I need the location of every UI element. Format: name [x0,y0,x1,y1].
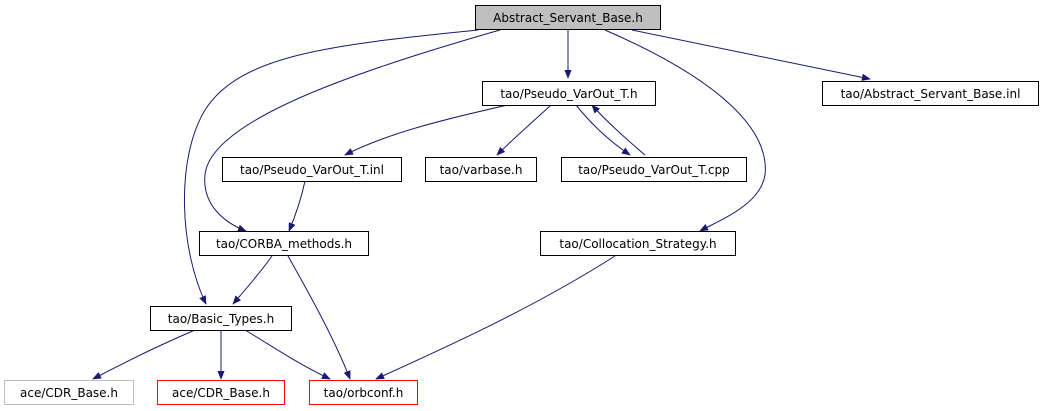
node-abstract-servant-base-h: Abstract_Servant_Base.h [475,5,661,30]
node-ace-cdr-base-h-external: ace/CDR_Base.h [4,380,134,405]
edge-pseudo-varout-inl-to-corba-methods [288,180,306,232]
node-abstract-servant-base-inl[interactable]: tao/Abstract_Servant_Base.inl [822,81,1039,106]
edge-basic-types-to-ace-cdr-gray [92,329,196,380]
node-pseudo-varout-t-cpp[interactable]: tao/Pseudo_VarOut_T.cpp [561,157,747,182]
edge-pseudo-varout-cpp-to-h [591,104,646,156]
edge-corba-methods-to-orbconf [287,255,351,380]
edge-root-to-corba-methods [204,29,501,232]
node-varbase-h[interactable]: tao/varbase.h [425,157,537,182]
edge-root-to-abstract-servant-base-inl [631,29,871,81]
edge-pseudo-varout-h-to-varbase [496,103,553,156]
node-pseudo-varout-t-h[interactable]: tao/Pseudo_VarOut_T.h [482,81,656,106]
node-pseudo-varout-t-inl[interactable]: tao/Pseudo_VarOut_T.inl [222,157,402,182]
node-basic-types-h[interactable]: tao/Basic_Types.h [150,306,292,331]
node-ace-cdr-base-h-truncated[interactable]: ace/CDR_Base.h [157,380,285,405]
edge-pseudo-varout-h-to-cpp [574,103,631,156]
node-collocation-strategy-h[interactable]: tao/Collocation_Strategy.h [540,231,736,256]
node-corba-methods-h[interactable]: tao/CORBA_methods.h [199,231,369,256]
edge-corba-methods-to-basic-types [232,255,273,305]
edge-basic-types-to-orbconf [244,329,331,380]
edge-root-to-collocation-strategy [604,29,766,232]
edge-collocation-strategy-to-orbconf [375,255,616,380]
node-orbconf-h[interactable]: tao/orbconf.h [309,380,418,405]
edge-pseudo-varout-h-to-inl [344,103,513,156]
edge-root-to-basic-types [183,29,479,305]
